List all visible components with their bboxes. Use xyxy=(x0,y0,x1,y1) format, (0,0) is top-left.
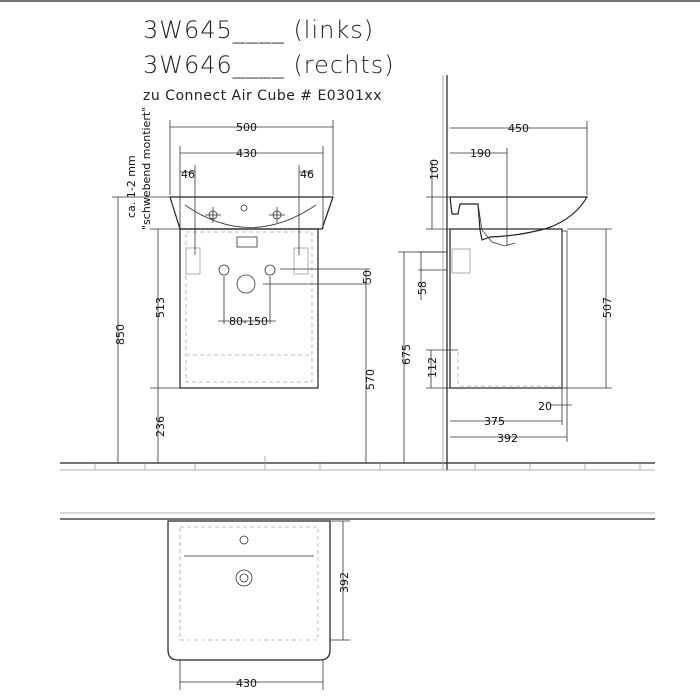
plan-view: 392 430 xyxy=(60,512,655,690)
side-basin xyxy=(449,196,589,241)
dim-850: 850 xyxy=(114,324,127,345)
title-line-1: 3W645____ (links) xyxy=(143,16,374,44)
dim-plan-430: 430 xyxy=(236,677,257,690)
note-line-2: "schwebend montiert" xyxy=(140,107,153,230)
dim-80-150: 80-150 xyxy=(229,315,268,328)
dim-570: 570 xyxy=(364,369,377,390)
side-view: 450 190 100 58 112 507 20 375 392 xyxy=(416,121,614,445)
dim-112: 112 xyxy=(426,357,439,378)
dim-430: 430 xyxy=(236,147,257,160)
side-cabinet xyxy=(449,228,563,389)
dim-236: 236 xyxy=(154,416,167,437)
front-cabinet xyxy=(179,228,319,389)
dim-375: 375 xyxy=(484,415,505,428)
dim-plan-392: 392 xyxy=(338,572,351,593)
dim-190: 190 xyxy=(470,147,491,160)
front-basin xyxy=(169,196,334,230)
wall-bracket xyxy=(451,248,471,274)
dim-392: 392 xyxy=(497,432,518,445)
dim-58: 58 xyxy=(416,281,429,295)
title-line-3: zu Connect Air Cube # E0301xx xyxy=(143,88,382,104)
title-line-2: 3W646____ (rechts) xyxy=(143,51,395,79)
note-line-1: ca. 1-2 mm xyxy=(125,155,138,218)
dim-500: 500 xyxy=(236,121,257,134)
floor-line xyxy=(60,456,655,471)
dim-675: 675 xyxy=(400,344,413,365)
dim-20: 20 xyxy=(538,400,552,413)
dim-46-left: 46 xyxy=(181,168,195,181)
wall-line xyxy=(442,75,448,470)
dim-513: 513 xyxy=(154,297,167,318)
front-view: 500 430 46 46 850 513 236 ca. 1-2 mm "sc… xyxy=(112,107,447,463)
dim-46-right: 46 xyxy=(300,168,314,181)
tap-hole-right xyxy=(269,207,285,223)
dim-100: 100 xyxy=(428,159,441,180)
dim-450: 450 xyxy=(508,122,529,135)
dim-507: 507 xyxy=(601,297,614,318)
tap-hole-left xyxy=(205,207,221,223)
dim-50: 50 xyxy=(361,270,374,284)
plan-basin xyxy=(167,520,331,661)
